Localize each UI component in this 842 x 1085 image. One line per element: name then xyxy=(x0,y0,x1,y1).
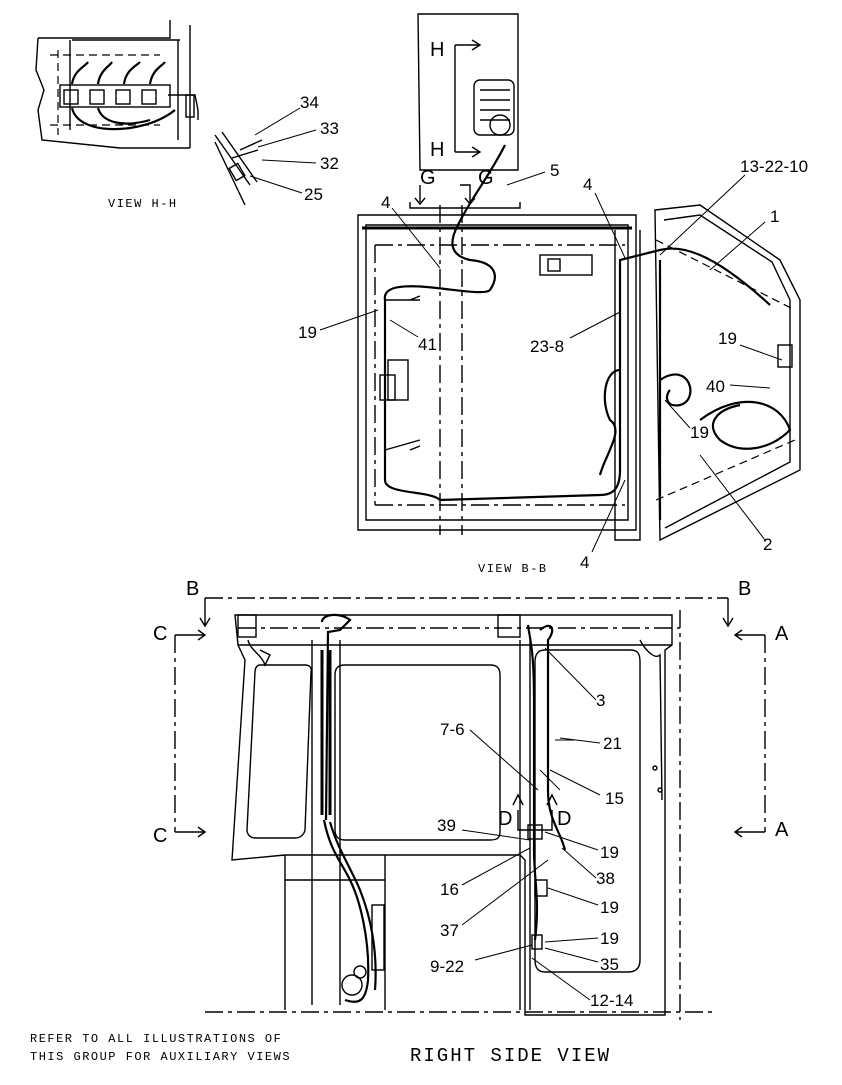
view-bb-caption: VIEW B-B xyxy=(478,562,548,576)
section-marker: G xyxy=(420,167,436,189)
callout: 19 xyxy=(600,843,619,862)
callout: 21 xyxy=(603,734,622,753)
callout: 40 xyxy=(706,377,725,396)
callout: 15 xyxy=(605,789,624,808)
callout: 1 xyxy=(770,207,779,226)
callout: 19 xyxy=(600,929,619,948)
right-side-view-caption: RIGHT SIDE VIEW xyxy=(410,1045,611,1067)
note-line-1: REFER TO ALL ILLUSTRATIONS OF xyxy=(30,1032,282,1046)
section-marker: B xyxy=(738,578,751,600)
callout: 4 xyxy=(381,193,390,212)
section-marker: H xyxy=(430,139,444,161)
callout: 16 xyxy=(440,880,459,899)
callout: 38 xyxy=(596,869,615,888)
section-marker: H xyxy=(430,39,444,61)
callout: 2 xyxy=(763,535,772,554)
callout: 19 xyxy=(298,323,317,342)
callout: 41 xyxy=(418,335,437,354)
callout: 13-22-10 xyxy=(740,157,808,176)
callout: 19 xyxy=(718,329,737,348)
callout: 19 xyxy=(600,898,619,917)
right-side-view-diagram: B B C C A A xyxy=(153,578,789,1067)
section-marker: C xyxy=(153,825,167,847)
callout: 19 xyxy=(690,423,709,442)
reference-note: REFER TO ALL ILLUSTRATIONS OF THIS GROUP… xyxy=(30,1032,291,1064)
callout: 4 xyxy=(583,175,592,194)
view-bb-diagram: H H G G 5 4 4 xyxy=(298,13,808,576)
section-marker: C xyxy=(153,623,167,645)
callout: 33 xyxy=(320,119,339,138)
section-marker: D xyxy=(557,808,571,830)
callout: 7-6 xyxy=(440,720,465,739)
section-marker: D xyxy=(498,808,512,830)
note-line-2: THIS GROUP FOR AUXILIARY VIEWS xyxy=(30,1050,291,1064)
callout: 37 xyxy=(440,921,459,940)
callout: 34 xyxy=(300,93,319,112)
callout: 4 xyxy=(580,553,589,572)
callout: 3 xyxy=(596,691,605,710)
view-hh-detail: 34 33 32 25 VIEW H-H xyxy=(35,20,339,211)
callout: 32 xyxy=(320,154,339,173)
view-hh-caption: VIEW H-H xyxy=(108,197,178,211)
callout: 9-22 xyxy=(430,957,464,976)
section-marker: A xyxy=(775,623,789,645)
callout: 25 xyxy=(304,185,323,204)
callout: 12-14 xyxy=(590,991,633,1010)
section-marker: B xyxy=(186,578,199,600)
callout: 35 xyxy=(600,955,619,974)
callout: 39 xyxy=(437,816,456,835)
callout: 5 xyxy=(550,161,559,180)
section-marker: A xyxy=(775,819,789,841)
callout: 23-8 xyxy=(530,337,564,356)
